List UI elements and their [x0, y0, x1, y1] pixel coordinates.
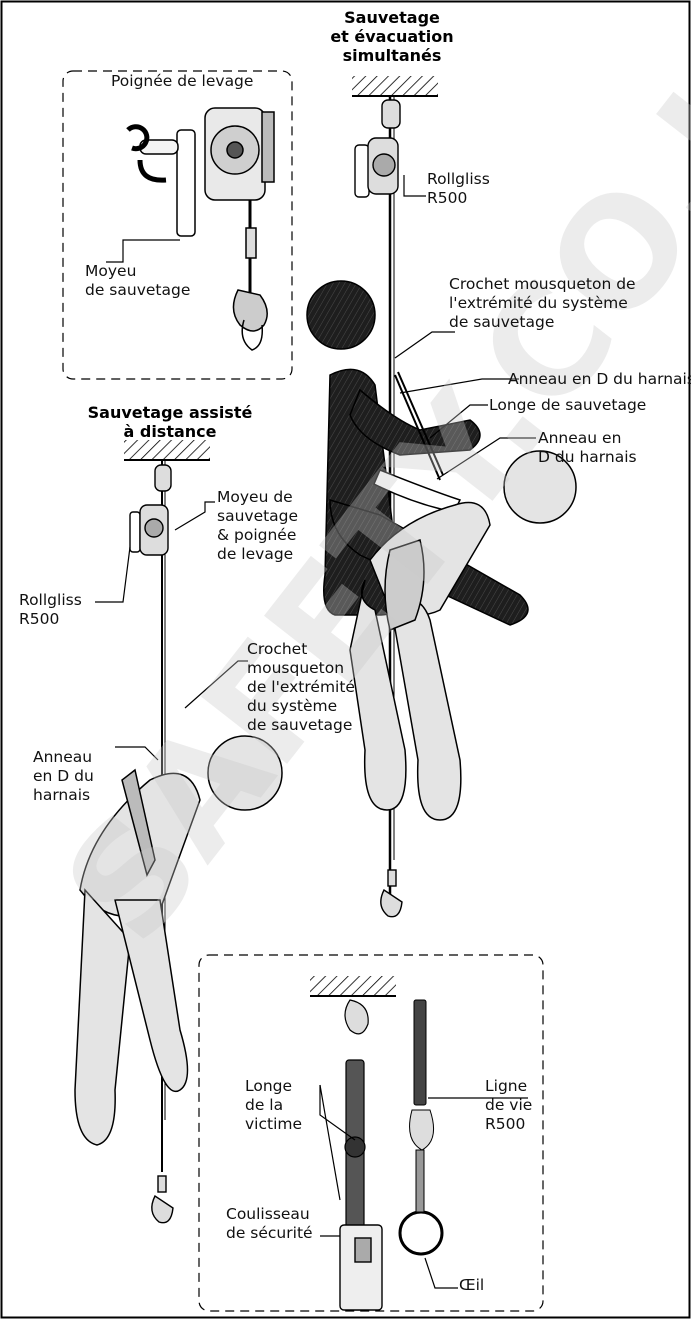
title-simultaneous: Sauvetage et évacuation simultanés	[322, 8, 462, 65]
rollgliss-device-left	[130, 465, 171, 555]
ceiling-slider	[310, 976, 396, 996]
ceiling-left	[124, 440, 210, 460]
label-hook-remote: Crochet mousqueton de l'extrémité du sys…	[247, 640, 355, 735]
label-lifting-handle: Poignée de levage	[111, 72, 253, 91]
safety-slider-device	[340, 1225, 382, 1310]
lifeline-r500-rope	[410, 1000, 434, 1212]
rescue-hub-device	[140, 108, 274, 350]
rollgliss-device-top	[355, 100, 400, 197]
label-hook-top: Crochet mousqueton de l'extrémité du sys…	[449, 275, 636, 332]
label-hub-handle-remote: Moyeu de sauvetage & poignée de levage	[217, 488, 298, 564]
hook-bottom-top	[381, 870, 402, 917]
label-eye: Œil	[459, 1276, 484, 1295]
label-dring-top: Anneau en D du harnais	[508, 370, 691, 389]
label-lifeline-r500: Ligne de vie R500	[485, 1077, 532, 1134]
label-rollgliss-left: Rollgliss R500	[19, 591, 82, 629]
label-dring-left: Anneau en D du harnais	[33, 748, 94, 805]
hook-bottom-left	[152, 1176, 173, 1223]
label-victim-lanyard: Longe de la victime	[245, 1077, 302, 1134]
ceiling-top	[352, 76, 438, 96]
label-rollgliss-top: Rollgliss R500	[427, 170, 490, 208]
label-rescue-hub: Moyeu de sauvetage	[85, 262, 190, 300]
label-dring-right: Anneau en D du harnais	[538, 429, 637, 467]
label-rescue-lanyard: Longe de sauvetage	[489, 396, 646, 415]
title-remote: Sauvetage assisté à distance	[80, 403, 260, 441]
eye-ring	[400, 1212, 442, 1254]
label-safety-slider: Coulisseau de sécurité	[226, 1205, 313, 1243]
